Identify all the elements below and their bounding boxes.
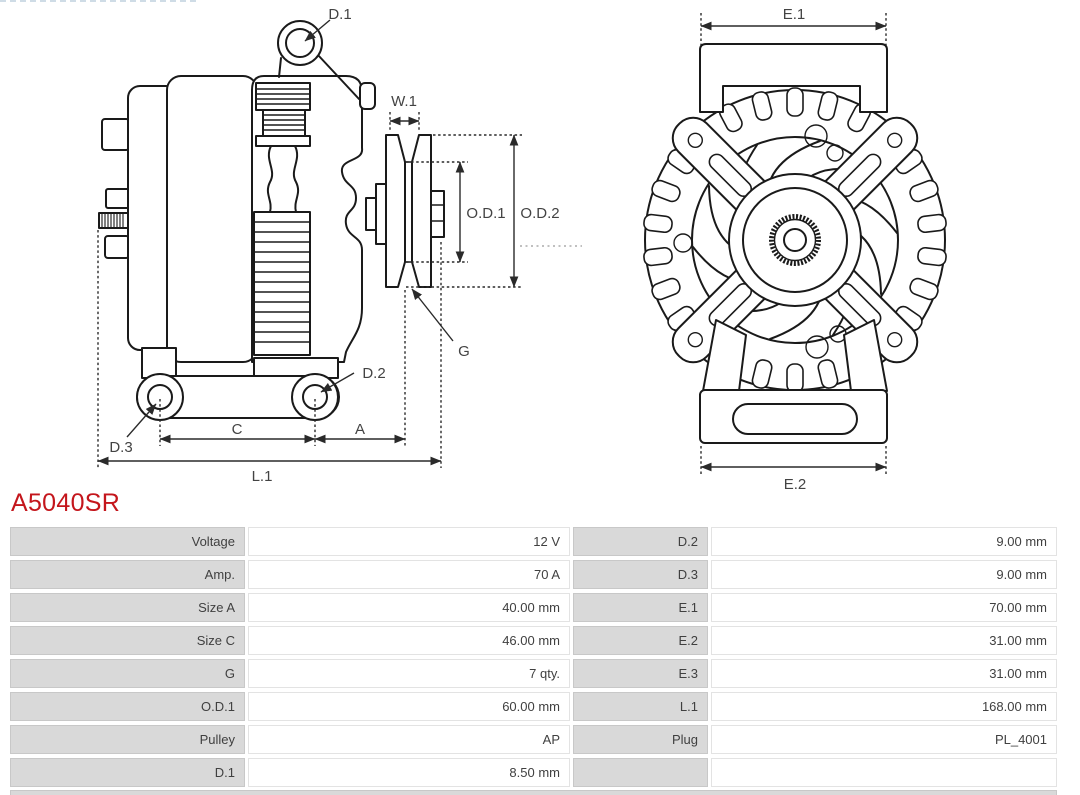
spec-label: Size C — [10, 626, 245, 655]
spec-value: 60.00 mm — [248, 692, 570, 721]
spec-label: Voltage — [10, 527, 245, 556]
spec-value: 31.00 mm — [711, 626, 1057, 655]
spec-value: 7 qty. — [248, 659, 570, 688]
dim-e1-label: E.1 — [783, 6, 806, 23]
dim-e2-label: E.2 — [784, 476, 807, 493]
pulley-hub — [728, 173, 862, 307]
threaded-terminal — [101, 214, 124, 227]
alternator-front-view: E.1 E.2 — [642, 6, 948, 493]
spec-label: O.D.1 — [10, 692, 245, 721]
spec-label: D.1 — [10, 758, 245, 787]
top-bracket — [699, 43, 888, 113]
spec-value: 12 V — [248, 527, 570, 556]
dim-g-label: G — [458, 343, 470, 360]
spec-value: 8.50 mm — [248, 758, 570, 787]
dim-d2-label: D.2 — [362, 365, 385, 382]
spec-label: L.1 — [573, 692, 708, 721]
dim-w1-label: W.1 — [391, 93, 417, 110]
spec-label: Pulley — [10, 725, 245, 754]
spec-table: Voltage 12 V D.2 9.00 mm Amp. 70 A D.3 9… — [10, 527, 1057, 787]
dim-d1-label: D.1 — [328, 6, 351, 23]
front-view-dimensions: E.1 E.2 — [700, 6, 887, 493]
spec-value: 9.00 mm — [711, 527, 1057, 556]
part-number: A5040SR — [11, 489, 121, 517]
spec-label: E.3 — [573, 659, 708, 688]
bottom-bracket — [699, 319, 888, 444]
pulley-assembly — [365, 134, 445, 288]
spec-value: 31.00 mm — [711, 659, 1057, 688]
mid-housing — [166, 75, 258, 363]
spec-value: PL_4001 — [711, 725, 1057, 754]
spec-label: Size A — [10, 593, 245, 622]
stator-ribs — [253, 82, 311, 356]
dim-l1-label: L.1 — [252, 468, 273, 485]
alternator-side-view: D.1 W.1 O.D.1 O.D.2 G D.2 D.3 — [97, 6, 582, 485]
spec-value: 168.00 mm — [711, 692, 1057, 721]
next-row-partial — [10, 790, 1057, 795]
spec-value: 9.00 mm — [711, 560, 1057, 589]
spec-value: AP — [248, 725, 570, 754]
spec-label: E.1 — [573, 593, 708, 622]
dim-od1-label: O.D.1 — [466, 205, 505, 222]
spec-label: Plug — [573, 725, 708, 754]
spec-label: E.2 — [573, 626, 708, 655]
dim-a-label: A — [355, 421, 365, 438]
spec-label — [573, 758, 708, 787]
dim-c-label: C — [232, 421, 243, 438]
spec-value: 40.00 mm — [248, 593, 570, 622]
spec-label: D.3 — [573, 560, 708, 589]
spec-label: Amp. — [10, 560, 245, 589]
side-view-dimensions: D.1 W.1 O.D.1 O.D.2 G D.2 D.3 — [97, 6, 582, 485]
mount-tab — [359, 82, 376, 110]
top-dashed-divider — [0, 0, 196, 2]
spec-value: 46.00 mm — [248, 626, 570, 655]
technical-drawing: D.1 W.1 O.D.1 O.D.2 G D.2 D.3 — [97, 6, 948, 493]
spec-value: 70.00 mm — [711, 593, 1057, 622]
spec-label: D.2 — [573, 527, 708, 556]
rear-terminals — [98, 118, 130, 259]
dim-d3-label: D.3 — [109, 439, 132, 456]
spec-label: G — [10, 659, 245, 688]
dim-od2-label: O.D.2 — [520, 205, 559, 222]
spec-value: 70 A — [248, 560, 570, 589]
spec-value — [711, 758, 1057, 787]
